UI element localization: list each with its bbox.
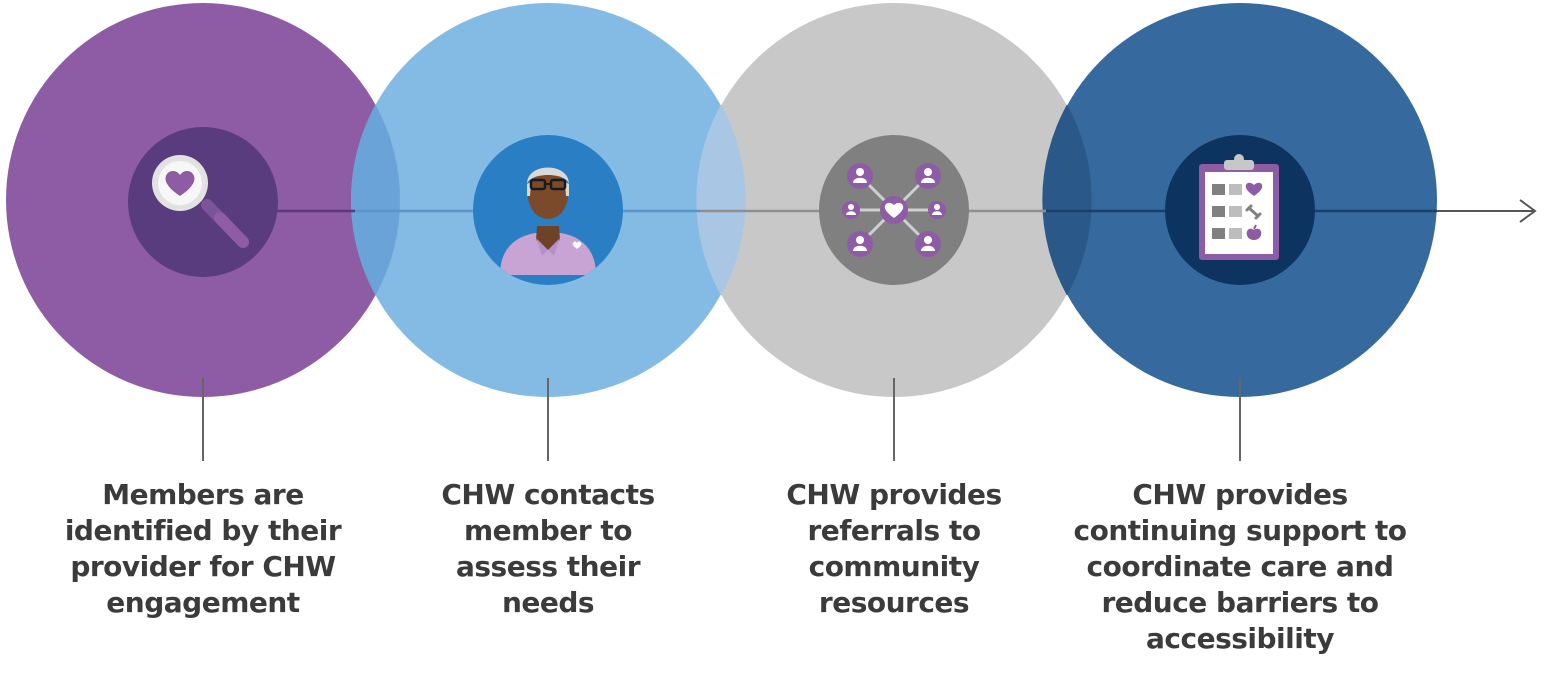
step-2-line-3: assess their bbox=[455, 550, 641, 583]
step-4-line-3: coordinate care and bbox=[1086, 550, 1394, 583]
step-1-line-2: identified by their bbox=[64, 514, 342, 547]
step-1-line-4: engagement bbox=[106, 586, 300, 619]
step-2-line-1: CHW contacts bbox=[441, 478, 655, 511]
step-3-description: CHW provides referrals to community reso… bbox=[744, 477, 1044, 621]
overlap-lens-2-3 bbox=[696, 104, 746, 296]
step-1-line-3: provider for CHW bbox=[70, 550, 336, 583]
step-3-line-3: community bbox=[808, 550, 980, 583]
step-3-line-1: CHW provides bbox=[786, 478, 1002, 511]
overlap-lens-1-2 bbox=[350, 104, 401, 296]
step-4-line-1: CHW provides bbox=[1132, 478, 1348, 511]
step-4-line-2: continuing support to bbox=[1073, 514, 1407, 547]
step-1-description: Members are identified by their provider… bbox=[53, 477, 353, 621]
step-3-line-2: referrals to bbox=[807, 514, 981, 547]
magnifying-glass-heart-icon bbox=[128, 127, 278, 277]
step-2-line-4: needs bbox=[501, 586, 595, 619]
referral-network-icon bbox=[819, 135, 969, 285]
care-plan-clipboard-icon bbox=[1165, 135, 1315, 285]
overlap-lens-3-4 bbox=[1042, 104, 1092, 296]
step-3-line-4: resources bbox=[818, 586, 970, 619]
step-2-description: CHW contacts member to assess their need… bbox=[398, 477, 698, 621]
step-1-line-1: Members are bbox=[102, 478, 304, 511]
step-4-line-4: reduce barriers to bbox=[1101, 586, 1379, 619]
step-2-line-2: member to bbox=[463, 514, 633, 547]
step-4-description: CHW provides continuing support to coord… bbox=[1050, 477, 1430, 657]
step-4-line-5: accessibility bbox=[1146, 622, 1334, 655]
community-health-worker-avatar-icon bbox=[473, 135, 623, 285]
flow-arrow-icon bbox=[1437, 199, 1537, 223]
